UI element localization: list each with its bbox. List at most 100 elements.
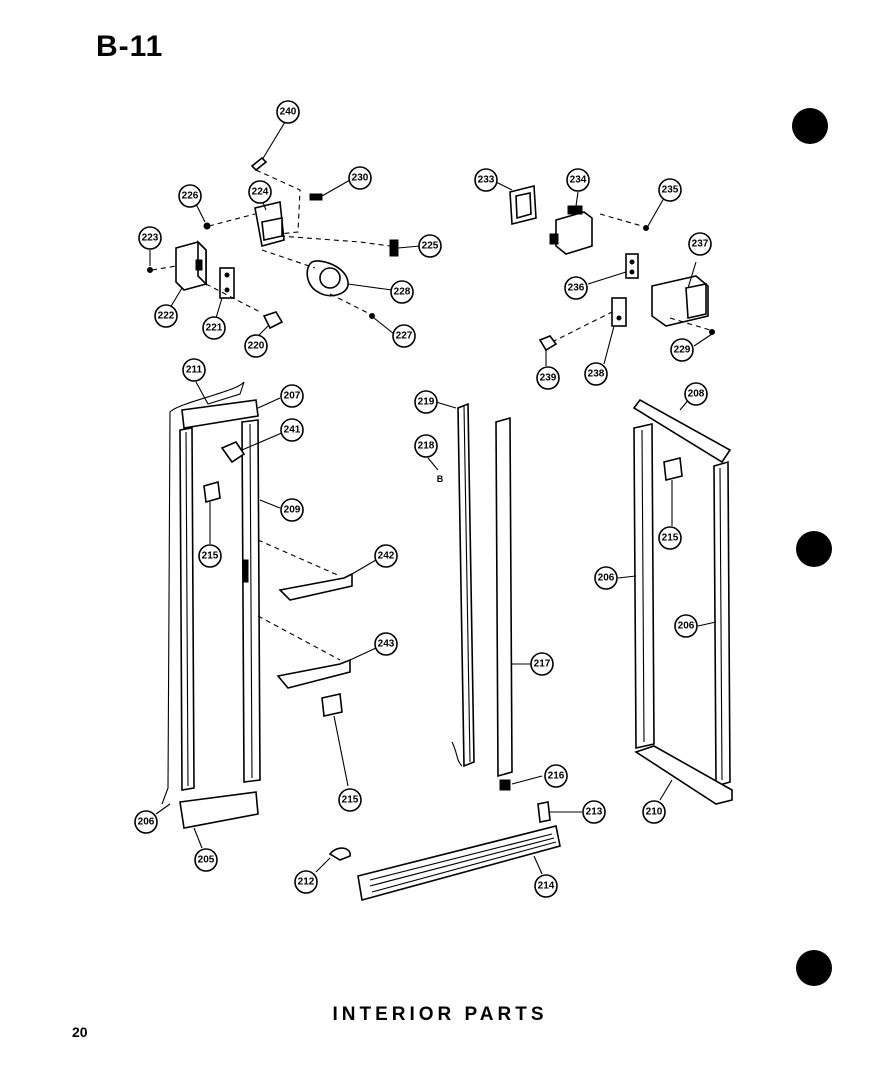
clip-212	[328, 847, 351, 861]
callout-205: 205	[194, 848, 218, 872]
svg-text:238: 238	[588, 369, 605, 380]
callout-215-left: 215	[198, 544, 222, 568]
callout-212: 212	[294, 870, 318, 894]
svg-text:218: 218	[418, 441, 435, 452]
svg-text:209: 209	[284, 505, 301, 516]
breaker-207	[181, 399, 259, 429]
bracket-236	[625, 253, 639, 279]
cam-241	[220, 441, 246, 464]
shelf-242	[278, 572, 353, 601]
callout-218: 218	[414, 434, 438, 458]
svg-text:206: 206	[598, 573, 615, 584]
hinge-215-left	[203, 480, 221, 504]
plate-238	[611, 297, 627, 327]
svg-text:222: 222	[158, 311, 175, 322]
svg-text:237: 237	[692, 239, 709, 250]
svg-text:224: 224	[252, 187, 269, 198]
callout-224: 224	[248, 180, 272, 204]
callout-208: 208	[684, 382, 708, 406]
svg-text:208: 208	[688, 389, 705, 400]
svg-text:206: 206	[678, 621, 695, 632]
svg-text:215: 215	[662, 533, 679, 544]
callout-234: 234	[566, 168, 590, 192]
svg-text:210: 210	[646, 807, 663, 818]
svg-text:220: 220	[248, 341, 265, 352]
svg-text:214: 214	[538, 881, 555, 892]
screw-223-left	[147, 267, 153, 273]
svg-text:206: 206	[138, 817, 155, 828]
spring-225	[389, 239, 399, 257]
callout-221: 221	[202, 316, 226, 340]
svg-text:215: 215	[202, 551, 219, 562]
callout-239: 239	[536, 366, 560, 390]
page-title: B-11	[96, 30, 164, 63]
callout-237: 237	[688, 232, 712, 256]
callout-215-right: 215	[658, 526, 682, 550]
knob-239	[538, 335, 558, 352]
breaker-205	[179, 791, 259, 829]
callout-206-right-b: 206	[674, 614, 698, 638]
callout-241: 241	[280, 418, 304, 442]
svg-text:212: 212	[298, 877, 315, 888]
svg-text:228: 228	[394, 287, 411, 298]
svg-text:234: 234	[570, 175, 587, 186]
svg-text:242: 242	[378, 551, 395, 562]
callout-225: 225	[418, 234, 442, 258]
callout-222: 222	[154, 304, 178, 328]
binder-hole-top	[792, 108, 828, 144]
callout-229: 229	[670, 338, 694, 362]
timer-234	[555, 211, 593, 255]
callout-214: 214	[534, 874, 558, 898]
svg-text:239: 239	[540, 373, 557, 384]
callout-216: 216	[544, 764, 568, 788]
callout-243: 243	[374, 632, 398, 656]
plate-221	[219, 267, 235, 299]
annotation-letter: B	[437, 474, 444, 484]
callout-207: 207	[280, 384, 304, 408]
page-caption: INTERIOR PARTS	[332, 1004, 548, 1025]
clip-216	[499, 779, 511, 791]
svg-text:225: 225	[422, 241, 439, 252]
callout-235: 235	[658, 178, 682, 202]
svg-text:215: 215	[342, 795, 359, 806]
svg-text:236: 236	[568, 283, 585, 294]
svg-text:223: 223	[142, 233, 159, 244]
breaker-208	[632, 398, 732, 464]
svg-text:233: 233	[478, 175, 495, 186]
callout-233: 233	[474, 168, 498, 192]
svg-text:229: 229	[674, 345, 691, 356]
callout-209-left: 209	[280, 498, 304, 522]
callout-228: 228	[390, 280, 414, 304]
screw-235	[643, 225, 649, 231]
svg-text:207: 207	[284, 391, 301, 402]
svg-text:221: 221	[206, 323, 223, 334]
callout-230: 230	[348, 166, 372, 190]
callout-213: 213	[582, 800, 606, 824]
breaker-210	[634, 745, 733, 805]
svg-text:205: 205	[198, 855, 215, 866]
svg-text:235: 235	[662, 185, 679, 196]
shelf-243	[276, 658, 351, 689]
svg-text:243: 243	[378, 639, 395, 650]
mullion-217	[495, 416, 513, 778]
screw-240	[250, 156, 268, 172]
callout-210: 210	[642, 800, 666, 824]
svg-text:216: 216	[548, 771, 565, 782]
callout-215-lower: 215	[338, 788, 362, 812]
screw-229	[709, 329, 715, 335]
svg-text:241: 241	[284, 425, 301, 436]
binder-hole-middle	[796, 531, 832, 567]
knob-220	[262, 311, 284, 330]
mullion-219	[457, 402, 475, 768]
screw-227	[369, 313, 375, 319]
svg-text:217: 217	[534, 659, 551, 670]
callout-236: 236	[564, 276, 588, 300]
callout-238: 238	[584, 362, 608, 386]
svg-text:227: 227	[396, 331, 413, 342]
callout-240: 240	[276, 100, 300, 124]
callout-211: 211	[182, 358, 206, 382]
hinge-215-right	[663, 457, 683, 481]
callout-227: 227	[392, 324, 416, 348]
